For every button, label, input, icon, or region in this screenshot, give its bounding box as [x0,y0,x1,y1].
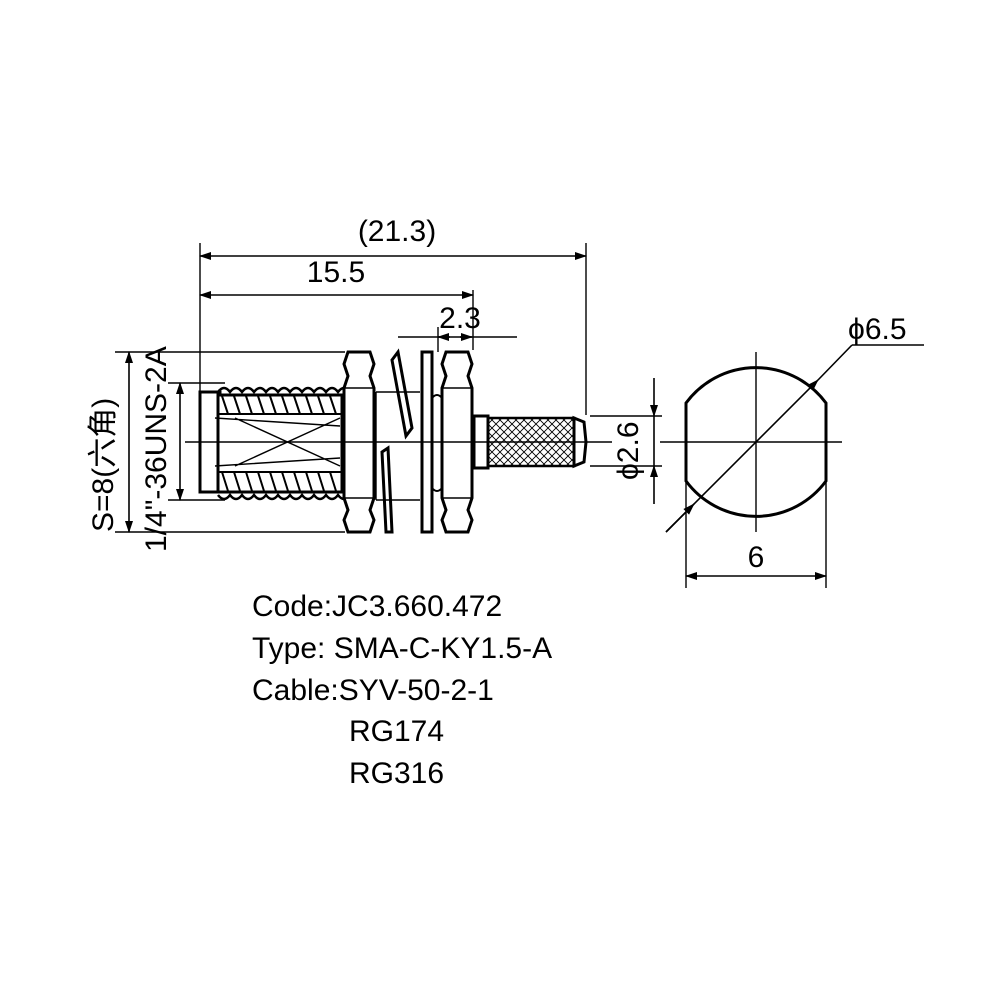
panel-diameter-value: 6.5 [865,313,907,346]
lock-washer-top [390,348,414,440]
spec-cable: Cable:SYV-50-2-1 [252,674,494,707]
internal-bore-lines [214,417,341,467]
washer-seat [375,391,420,501]
nut-thickness-label: 2.3 [439,302,481,335]
overall-length-label: (21.3) [358,215,436,248]
spec-cable-alt-1: RG174 [349,715,445,748]
ferrule-diameter-value: 2.6 [612,421,645,463]
spec-cable-alt-2: RG316 [349,757,445,790]
spec-type: Type: SMA-C-KY1.5-A [252,632,553,665]
hex-size-label: S=8(六角) [87,398,120,532]
panel-diameter-label: ϕ6.5 [848,313,907,346]
body-length-label: 15.5 [307,256,365,289]
thread-top-outline [217,386,351,395]
lock-washer-bottom [380,445,394,534]
diameter-symbol-icon: ϕ [848,313,865,346]
thread-top-band [218,395,342,415]
thread-bottom-outline [217,492,351,501]
thread-spec-label: 1/4"-36UNS-2A [140,346,173,552]
panel-diameter-leader-ext [817,344,853,381]
ferrule-diameter-label: ϕ2.6 [612,421,645,480]
diameter-symbol-icon: ϕ [612,463,645,480]
side-view [115,243,662,534]
end-view [660,344,924,588]
thread-bottom-band [218,471,342,492]
flat-width-label: 6 [748,541,765,574]
spec-code: Code:JC3.660.472 [252,590,503,623]
panel-diameter-leader-lower-arrow [665,503,695,533]
